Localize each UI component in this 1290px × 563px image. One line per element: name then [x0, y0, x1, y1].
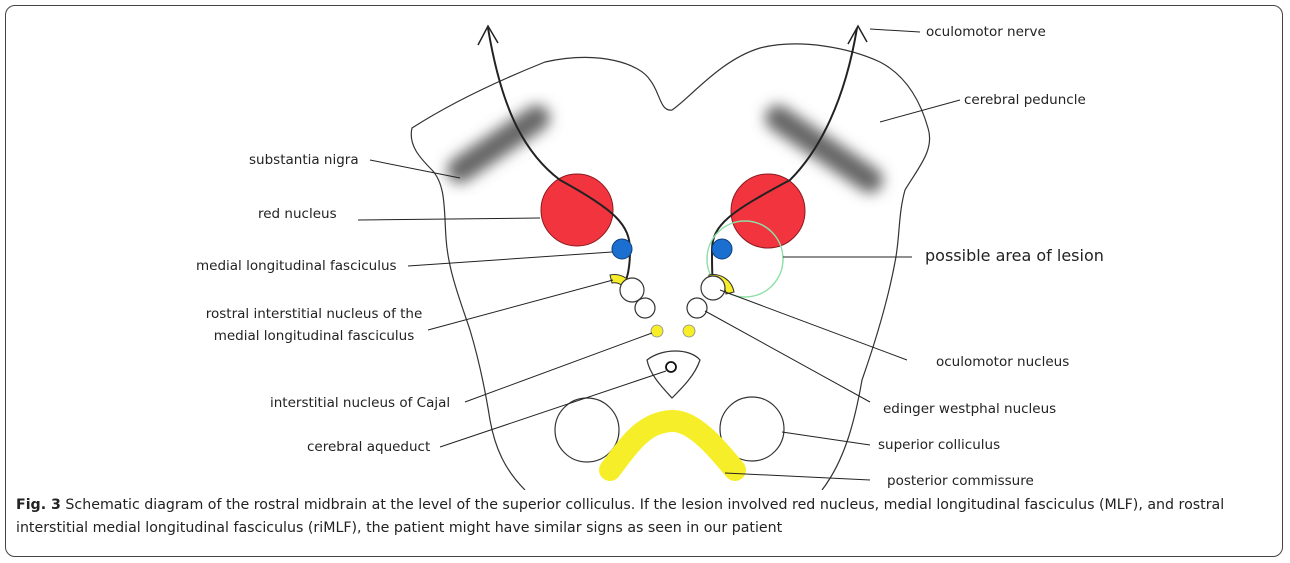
- label-rimlf: rostral interstitial nucleus of the medi…: [199, 303, 429, 347]
- label-cajal: interstitial nucleus of Cajal: [270, 395, 450, 411]
- leader-oculomotor-nerve: [870, 29, 920, 32]
- leader-posterior-commissure: [725, 473, 870, 480]
- caption-text: Schematic diagram of the rostral midbrai…: [16, 497, 1224, 536]
- caption-figure-number: Fig. 3: [16, 497, 61, 513]
- label-cerebral-aqueduct: cerebral aqueduct: [307, 439, 430, 455]
- leader-superior-colliculus: [782, 432, 870, 445]
- leader-red-nucleus: [358, 218, 540, 220]
- leader-edinger-westphal: [705, 311, 870, 402]
- label-cerebral-peduncle: cerebral peduncle: [964, 92, 1086, 108]
- mlf-left: [612, 239, 632, 259]
- leader-cajal: [465, 333, 652, 402]
- label-red-nucleus: red nucleus: [258, 206, 337, 222]
- label-posterior-commissure: posterior commissure: [887, 473, 1034, 489]
- label-rimlf-line2: medial longitudinal fasciculus: [199, 325, 429, 347]
- leader-oculomotor-nucleus: [720, 290, 907, 360]
- label-oculomotor-nucleus: oculomotor nucleus: [936, 354, 1069, 370]
- leader-cerebral-peduncle: [880, 100, 960, 122]
- substantia-nigra-right: [778, 118, 870, 180]
- midbrain-diagram: [0, 0, 1290, 490]
- cajal-right: [683, 325, 695, 337]
- superior-colliculus-left: [555, 398, 619, 462]
- red-nucleus-left: [541, 174, 613, 246]
- label-oculomotor-nerve: oculomotor nerve: [926, 24, 1046, 40]
- label-superior-colliculus: superior colliculus: [878, 437, 1000, 453]
- cajal-left: [651, 325, 663, 337]
- red-nucleus-right: [731, 174, 805, 248]
- leader-substantia-nigra: [370, 160, 460, 178]
- leader-mlf: [408, 252, 612, 266]
- figure-caption: Fig. 3 Schematic diagram of the rostral …: [16, 494, 1271, 540]
- label-substantia-nigra: substantia nigra: [249, 152, 359, 168]
- oculomotor-nerve-left: [488, 28, 630, 290]
- oculomotor-nucleus-right: [701, 276, 725, 300]
- label-mlf: medial longitudinal fasciculus: [196, 258, 397, 274]
- edinger-westphal-right: [687, 298, 707, 318]
- label-rimlf-line1: rostral interstitial nucleus of the: [199, 303, 429, 325]
- posterior-commissure: [610, 421, 735, 470]
- label-edinger-westphal: edinger westphal nucleus: [883, 401, 1056, 417]
- label-possible-lesion: possible area of lesion: [925, 248, 1104, 264]
- substantia-nigra-left: [460, 118, 537, 170]
- edinger-westphal-left: [635, 298, 655, 318]
- oculomotor-nucleus-left: [620, 278, 644, 302]
- mlf-right: [712, 239, 732, 259]
